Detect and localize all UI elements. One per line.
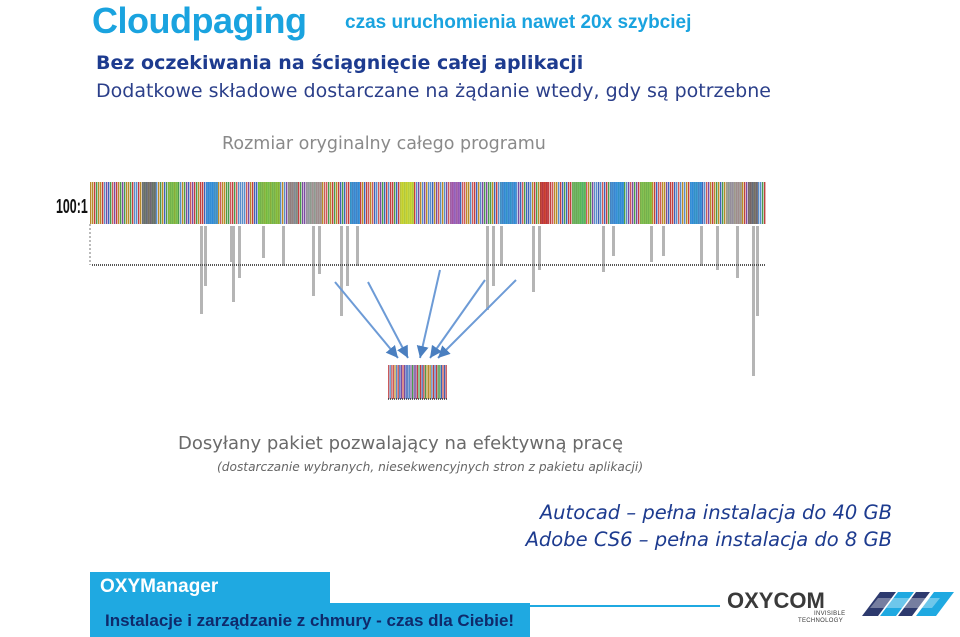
brand-tagline-1: INVISIBLE	[814, 611, 846, 617]
original-size-label: Rozmiar oryginalny całego programu	[222, 134, 546, 154]
intro-description: Dodatkowe składowe dostarczane na żądani…	[96, 80, 771, 102]
ratio-label: 100:1	[56, 196, 88, 218]
product-name: OXYManager	[100, 576, 219, 597]
page-title: Cloudpaging	[92, 0, 307, 41]
intro-heading: Bez oczekiwania na ściągnięcie całej apl…	[96, 52, 584, 74]
brand-name: OXYCOM	[727, 588, 825, 613]
footer-rule	[330, 605, 720, 607]
tagline: Instalacje i zarządzanie z chmury - czas…	[105, 611, 515, 630]
packet-note: (dostarczanie wybranych, niesekwencyjnyc…	[217, 460, 644, 474]
example-autocad: Autocad – pełna instalacja do 40 GB	[539, 501, 892, 524]
packet-label: Dosyłany pakiet pozwalający na efektywną…	[178, 433, 624, 454]
delivery-arrows	[334, 269, 517, 359]
example-adobe: Adobe CS6 – pełna instalacja do 8 GB	[525, 528, 892, 551]
oxycom-logo-icon	[862, 592, 954, 616]
requested-pages	[200, 226, 759, 376]
page-subtitle: czas uruchomienia nawet 20x szybciej	[345, 12, 692, 33]
brand-tagline-2: TECHNOLOGY	[798, 618, 844, 624]
tagline-banner	[90, 603, 530, 637]
delivered-packet	[388, 365, 447, 400]
product-banner	[90, 572, 330, 603]
full-program-bar	[89, 182, 766, 265]
